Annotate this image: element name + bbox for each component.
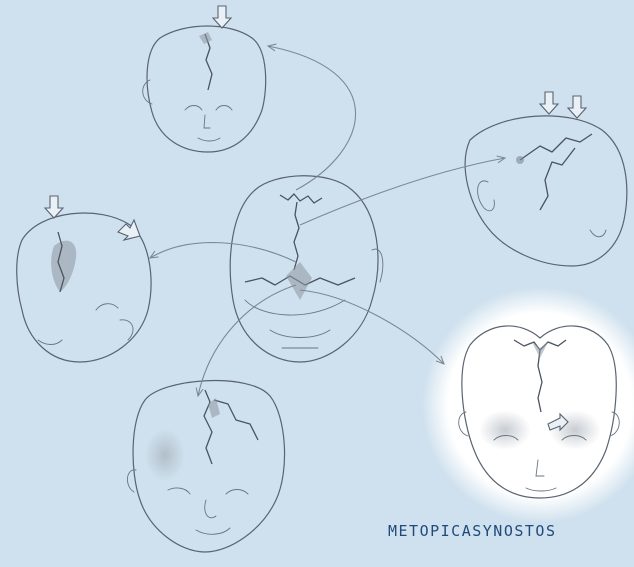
arrow-to-top (268, 46, 356, 190)
highlight-glow (422, 287, 634, 523)
diagram-caption: METOPICASYNOSTOS (388, 522, 634, 540)
arrow-to-right (300, 158, 505, 225)
left-head-sketch (17, 196, 151, 362)
top-head-sketch (143, 6, 266, 152)
right-head-sketch (465, 92, 627, 266)
diagonal-arrow-icon (118, 220, 140, 240)
down-arrow-icon (540, 92, 558, 114)
down-arrow-icon (45, 196, 63, 218)
down-arrow-icon (568, 96, 586, 118)
arrow-to-left (150, 243, 296, 262)
bottom-head-sketch (127, 381, 284, 552)
central-skull-top-view (230, 176, 383, 362)
down-arrow-icon (213, 6, 231, 28)
